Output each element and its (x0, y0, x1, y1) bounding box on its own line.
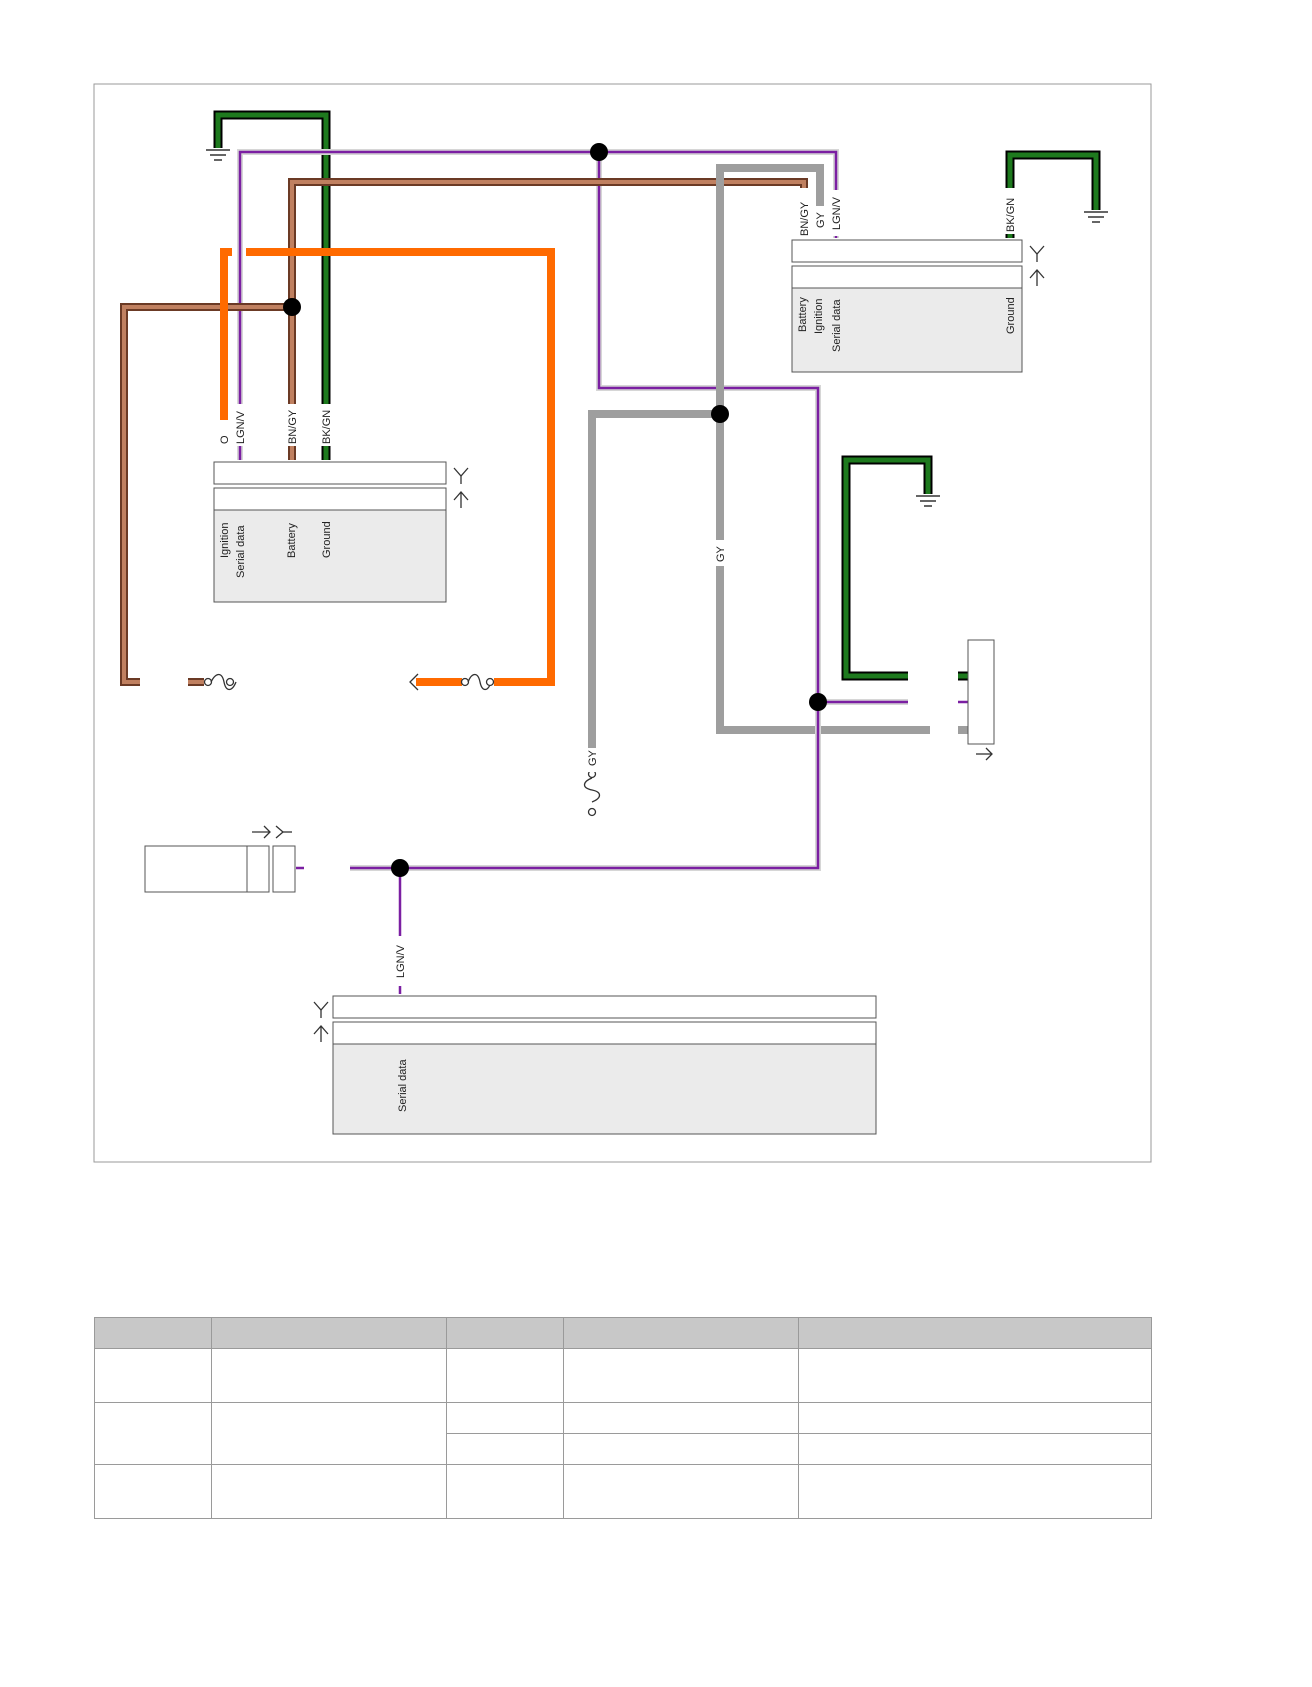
table-cell (446, 1348, 564, 1403)
fuse-symbol (460, 673, 495, 691)
module-top-right (791, 239, 1045, 373)
diagram-frame (93, 83, 1152, 1163)
wire-label-bkgn: BK/GN (1005, 198, 1017, 232)
pin-label: Ground (321, 521, 333, 558)
legend-table (94, 1317, 1152, 1519)
wire-label-gy: GY (587, 749, 599, 766)
table-cell (211, 1348, 447, 1403)
wire-label-gy: GY (815, 211, 827, 228)
ground-wire-right-middle (841, 455, 968, 681)
splice-point (711, 405, 729, 423)
table-header-cell (211, 1317, 447, 1349)
wire-label-lgnv: LGN/V (831, 196, 843, 230)
table-header-row (94, 1317, 1152, 1349)
pin-label: Battery (286, 523, 298, 558)
table-header-cell (563, 1317, 799, 1349)
table-header-cell (94, 1317, 212, 1349)
table-cell (211, 1464, 447, 1519)
ground-symbol-top-right (1084, 211, 1108, 223)
pin-label: Serial data (831, 299, 843, 352)
table-row (94, 1402, 1152, 1465)
table-cell (94, 1348, 212, 1403)
table-cell (798, 1433, 1152, 1465)
inline-connector-right (967, 639, 995, 761)
wire-label-o: O (219, 435, 231, 444)
table-cell (563, 1402, 799, 1434)
table-cell (798, 1402, 1152, 1434)
table-cell (563, 1464, 799, 1519)
connector-arrow-icon (252, 825, 292, 839)
wire-label-bkgn: BK/GN (321, 410, 333, 444)
connector-arrow-icon (409, 673, 419, 691)
pin-label: Ignition (219, 523, 231, 558)
wire-label-lgnv: LGN/V (395, 944, 407, 978)
ground-symbol-right-middle (916, 495, 940, 507)
module-bottom (313, 995, 877, 1135)
pin-label: Serial data (235, 525, 247, 578)
ground-symbol-top-left (206, 149, 230, 161)
ground-wire-top-left (213, 110, 331, 460)
table-cell (94, 1464, 212, 1519)
fuse-symbol (203, 673, 237, 691)
inline-connector-left-bottom (144, 825, 296, 893)
pin-label: Ground (1005, 297, 1017, 334)
splice-point (809, 693, 827, 711)
table-cell (798, 1348, 1152, 1403)
table-row (94, 1348, 1152, 1403)
fuse-symbol (583, 769, 601, 817)
table-header-cell (798, 1317, 1152, 1349)
orange-wire (220, 248, 555, 686)
connector-symbol-icon (453, 467, 469, 508)
table-cell (446, 1402, 564, 1434)
table-header-cell (446, 1317, 564, 1349)
wire-label-lgnv: LGN/V (235, 410, 247, 444)
wire-label-gy: GY (715, 545, 727, 562)
module-left (213, 461, 469, 603)
pin-label: Battery (797, 297, 809, 332)
table-row (94, 1464, 1152, 1519)
table-cell (446, 1433, 564, 1465)
wire-label-bngy: BN/GY (799, 201, 811, 236)
table-cell (94, 1402, 212, 1465)
pin-label: Serial data (397, 1059, 409, 1112)
splice-point (283, 298, 301, 316)
pin-label: Ignition (813, 299, 825, 334)
table-cell (798, 1464, 1152, 1519)
table-cell (211, 1402, 447, 1465)
table-cell (446, 1464, 564, 1519)
splice-point (590, 143, 608, 161)
gy-wire (588, 164, 968, 770)
table-cell (563, 1348, 799, 1403)
connector-arrow-icon (976, 747, 993, 761)
connector-symbol-icon (1029, 245, 1045, 286)
table-cell (563, 1433, 799, 1465)
wire-label-bngy: BN/GY (287, 409, 299, 444)
splice-point (391, 859, 409, 877)
connector-symbol-icon (313, 1001, 329, 1042)
